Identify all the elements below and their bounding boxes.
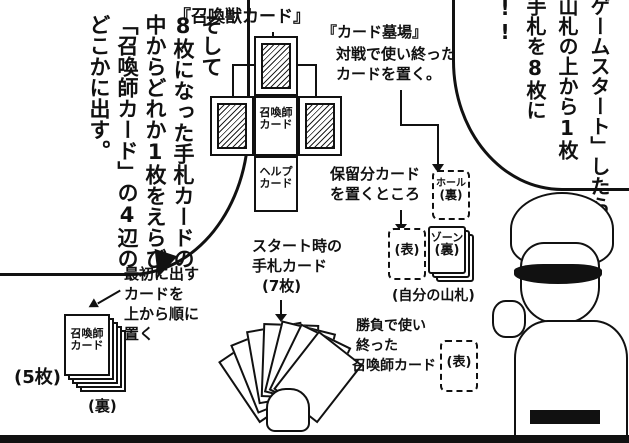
used-card-text: (表) — [446, 355, 472, 370]
stack-card-line2: カード — [70, 339, 104, 353]
used-label-line1: 勝負で使い — [356, 318, 426, 334]
graveyard-arrow-v1 — [400, 90, 402, 124]
card-hatch — [305, 103, 335, 149]
help-card-line1: ヘルプ — [259, 165, 293, 178]
bubble-right-text-2: 山札の上から1枚 — [555, 0, 579, 160]
bracket-right — [315, 64, 317, 98]
sunglasses-icon — [514, 264, 602, 284]
graveyard-arrow-h — [400, 124, 438, 126]
start-hand-arrow — [280, 300, 282, 316]
graveyard-arrow-head — [432, 164, 444, 173]
first-cards-line1: 最初に出す — [124, 265, 200, 283]
hole-card-slot: ホール (裏) — [432, 170, 470, 220]
zone-deck-stack: ゾーン (裏) — [428, 226, 476, 284]
used-label-line2: 終った — [356, 338, 398, 354]
summon-beast-label: 『召喚獣カード』 — [174, 7, 310, 27]
zone-card: ゾーン (裏) — [428, 226, 466, 274]
graveyard-title: 『カード墓場』 — [322, 23, 428, 41]
speech-bubble-left — [0, 0, 250, 276]
bubble-left-text-1: そして — [199, 14, 224, 77]
character-body — [514, 320, 628, 443]
first-cards-arrow-head — [86, 298, 99, 312]
stack-card-line1: 召喚師 — [70, 327, 104, 340]
card-hatch — [217, 103, 247, 149]
bubble-left-text-3: 中からどれか1枚をえらび — [143, 14, 168, 269]
summoner-card-line1: 召喚師 — [259, 106, 293, 119]
bracket-left — [232, 64, 234, 98]
panel-bottom-border — [0, 435, 629, 443]
start-hand-arrow-head — [275, 314, 287, 322]
bubble-right-text-4: !! — [493, 0, 517, 44]
help-card: ヘルプ カード — [254, 156, 298, 212]
hold-arrow — [400, 210, 402, 226]
hold-label-line2: を置くところ — [330, 185, 421, 203]
hand-illustration — [266, 388, 310, 432]
first-cards-arrow — [97, 289, 121, 305]
beast-card-right — [298, 96, 342, 156]
used-label-line3: 召喚師カード — [352, 358, 436, 374]
bubble-left-text-5: どこかに出す。 — [87, 14, 112, 161]
graveyard-arrow-v2 — [437, 124, 439, 166]
stack-back-label: (裏) — [88, 397, 117, 415]
face-up-card-slot: (表) — [388, 228, 426, 280]
character-illustration — [470, 186, 629, 443]
summoner-card: 召喚師 カード — [254, 96, 298, 156]
start-hand-line2: 手札カード — [252, 257, 328, 275]
face-up-card-text: (表) — [394, 243, 420, 258]
card-hatch — [261, 43, 291, 89]
summoner-card-line2: カード — [259, 118, 293, 132]
start-hand-line1: スタート時の — [252, 237, 343, 255]
own-deck-label: (自分の山札) — [392, 288, 475, 304]
summoner-card-stack: 召喚師 カード — [64, 314, 126, 396]
five-cards-label: (5枚) — [14, 367, 61, 388]
hole-card-line1: ホール — [436, 178, 466, 189]
stack-top-card: 召喚師 カード — [64, 314, 110, 376]
hold-label-line1: 保留分カード — [330, 165, 421, 183]
belt-icon — [530, 410, 600, 424]
first-cards-line3: 上から順に — [124, 305, 200, 323]
graveyard-line2: カードを置く。 — [336, 65, 442, 83]
beast-card-left — [210, 96, 254, 156]
character-hand — [492, 300, 526, 338]
help-card-line2: カード — [259, 177, 293, 191]
zone-card-line1: ゾーン — [430, 231, 464, 244]
zone-card-line2: (裏) — [434, 243, 460, 259]
bubble-left-text-4: 「召喚師カード」の4辺の — [115, 14, 140, 269]
used-card-slot: (表) — [440, 340, 478, 392]
beast-card-top — [254, 36, 298, 96]
hole-card-line2: (裏) — [439, 188, 463, 202]
first-cards-line4: 置く — [124, 325, 155, 343]
start-hand-fan — [214, 318, 363, 432]
bubble-right-text-1: ゲームスタート」したら — [587, 0, 611, 216]
start-hand-line3: (7枚) — [262, 277, 302, 295]
bubble-right-text-3: 手札を8枚に — [523, 0, 547, 120]
graveyard-line1: 対戦で使い終った — [336, 45, 457, 63]
first-cards-line2: カードを — [124, 285, 185, 303]
bubble-left-text-2: 8枚になった手札カードの — [171, 14, 196, 269]
